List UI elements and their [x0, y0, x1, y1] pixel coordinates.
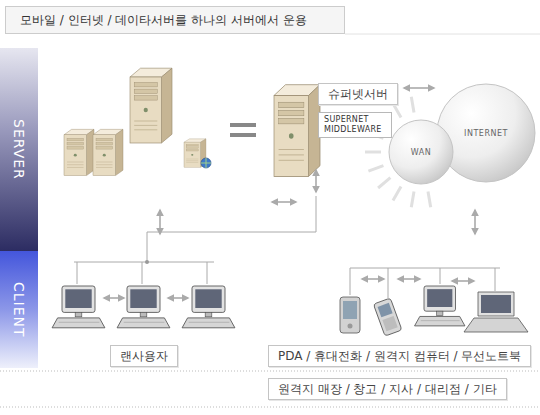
phone-icon [382, 316, 397, 331]
double-arrow [398, 278, 420, 280]
equals-sign [230, 123, 256, 137]
double-arrow [104, 88, 475, 298]
server-group-icon [201, 158, 211, 168]
divider-line [0, 371, 540, 372]
pc-icon [52, 286, 465, 328]
network-circle: INTERNET [436, 83, 536, 183]
node-text: INTERNET [464, 129, 508, 138]
double-arrow [452, 280, 474, 282]
server-icon [274, 85, 320, 177]
pc-icon [182, 286, 235, 328]
double-arrow [315, 170, 317, 192]
network-wire [74, 262, 214, 263]
server-group-icon [201, 158, 211, 168]
section-band: SERVER [0, 48, 38, 251]
group-label: 원격지 매장 / 창고 / 지사 / 대리점 / 기타 [268, 378, 507, 400]
pda-icon [340, 297, 360, 333]
pda-icon [348, 324, 353, 329]
divider-line [345, 34, 540, 35]
double-arrow [362, 278, 384, 280]
network-wire [350, 268, 500, 269]
laptop-icon [478, 292, 514, 316]
equals-sign [230, 123, 256, 127]
node-text: PDA / 휴대전화 / 원격지 컴퓨터 / 무선노트북 [278, 348, 521, 365]
circle-shape [437, 84, 535, 182]
laptop-icon [464, 318, 528, 332]
double-arrow [474, 210, 476, 234]
phone-icon [373, 298, 402, 336]
phone-icon [378, 303, 393, 317]
title-box: 모바일 / 인터넷 / 데이타서버를 하나의 서버에서 운용 [5, 6, 345, 34]
signal-rays [378, 178, 390, 188]
double-arrow [159, 210, 161, 234]
circle-shape [389, 120, 453, 184]
server-group-icon [64, 68, 211, 175]
double-arrow [272, 201, 296, 203]
group-label: 랜사용자 [110, 345, 178, 367]
node-text: 슈퍼넷서버 [328, 86, 388, 103]
junction-dot [145, 260, 149, 264]
pda-icon [343, 301, 357, 319]
server-icon [274, 85, 320, 177]
diagram-title: 모바일 / 인터넷 / 데이타서버를 하나의 서버에서 운용 [20, 12, 307, 29]
signal-rays [411, 97, 414, 113]
phone-icon [373, 298, 402, 336]
node-text: 원격지 매장 / 창고 / 지사 / 대리점 / 기타 [278, 381, 497, 398]
double-arrow [168, 297, 188, 299]
equals-sign [230, 133, 256, 137]
double-arrow [104, 297, 124, 299]
double-arrow [404, 87, 434, 89]
network-circle: WAN [388, 119, 454, 185]
network-wire [74, 196, 500, 298]
network-wire [350, 268, 495, 298]
laptop-icon [481, 295, 511, 313]
server-group-icon [93, 129, 123, 175]
divider-line [0, 407, 540, 408]
node-text: CLIENT [11, 282, 27, 338]
pc-icon [52, 286, 105, 328]
server-group-icon [64, 129, 94, 175]
signal-rays [365, 151, 381, 154]
pc-icon [415, 286, 465, 326]
signal-rays [428, 191, 431, 207]
group-label: PDA / 휴대전화 / 원격지 컴퓨터 / 무선노트북 [268, 345, 531, 367]
node-text: SUPERNET MIDDLEWARE [324, 115, 386, 135]
node-text: 랜사용자 [120, 348, 168, 365]
network-wire [77, 262, 207, 284]
section-band: CLIENT [0, 251, 38, 368]
signal-rays [411, 191, 414, 207]
server-label: 슈퍼넷서버 [318, 83, 398, 105]
pc-icon [117, 286, 170, 328]
server-group-icon [130, 68, 172, 143]
signal-rays [393, 187, 401, 201]
signal-rays [368, 166, 383, 172]
pda-icon [340, 297, 360, 333]
divider-line [0, 34, 540, 407]
node-text: SERVER [11, 119, 27, 180]
node-text: WAN [411, 148, 431, 157]
signal-rays [393, 104, 401, 118]
network-wire [147, 196, 316, 262]
middleware-label: SUPERNET MIDDLEWARE [318, 112, 392, 138]
laptop-icon [464, 292, 528, 332]
